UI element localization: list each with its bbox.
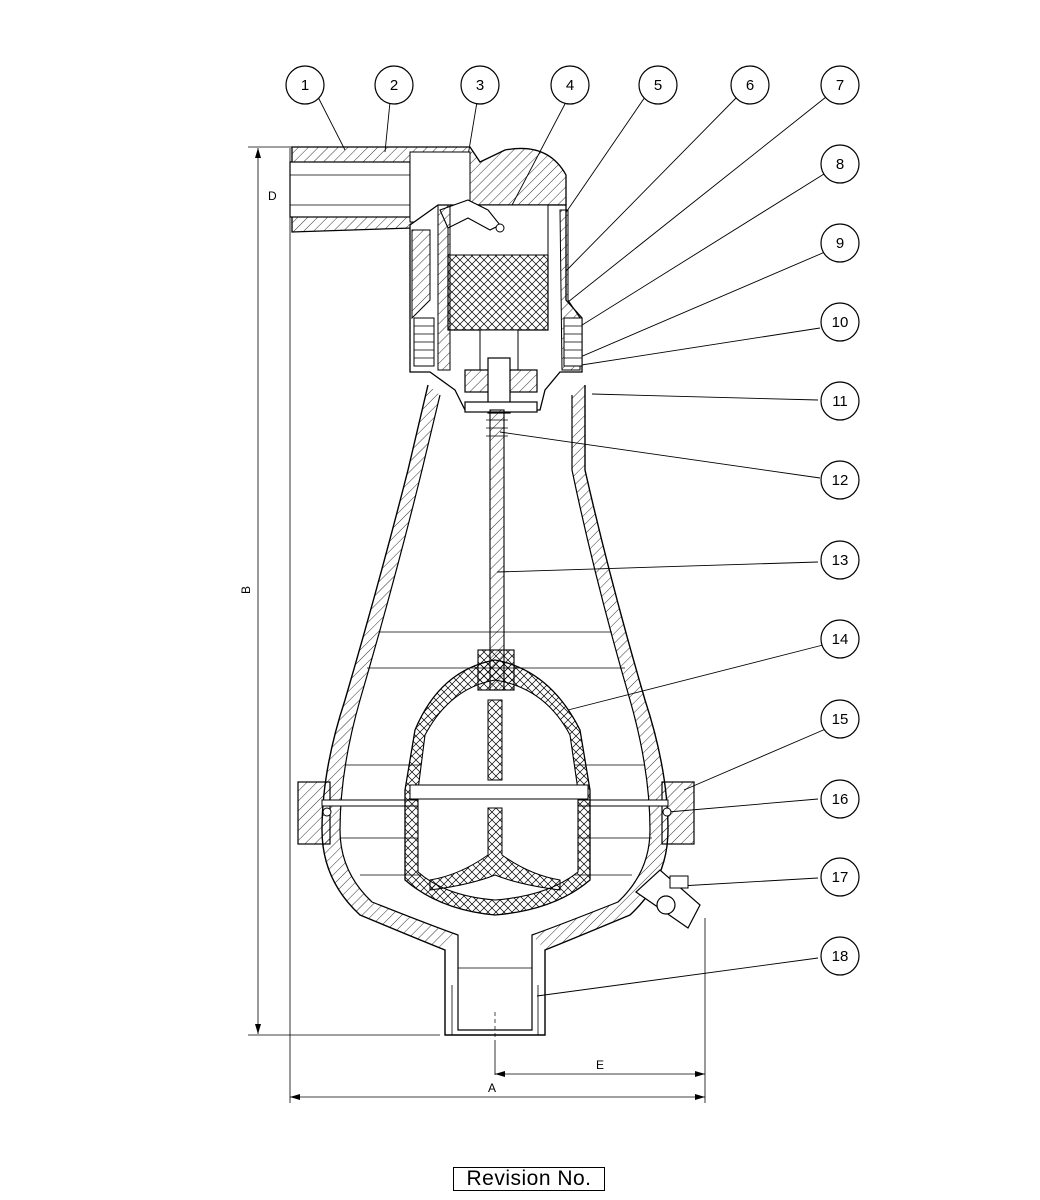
svg-text:2: 2 bbox=[390, 77, 398, 94]
spring-left bbox=[413, 317, 435, 367]
callout-9: 9 bbox=[820, 223, 860, 263]
svg-text:11: 11 bbox=[832, 393, 848, 410]
svg-text:13: 13 bbox=[832, 552, 849, 569]
svg-text:6: 6 bbox=[746, 77, 754, 94]
svg-text:14: 14 bbox=[832, 631, 849, 648]
callout-15: 15 bbox=[820, 699, 860, 739]
svg-text:15: 15 bbox=[832, 711, 849, 728]
drain-cock bbox=[635, 869, 701, 929]
dim-label-b: B bbox=[239, 586, 253, 594]
callout-5: 5 bbox=[638, 65, 678, 105]
svg-text:8: 8 bbox=[836, 156, 844, 173]
callout-12: 12 bbox=[820, 460, 860, 500]
callout-8: 8 bbox=[820, 144, 860, 184]
dimension-lines bbox=[248, 146, 706, 1103]
svg-text:4: 4 bbox=[566, 77, 574, 94]
valve-body bbox=[289, 146, 701, 1036]
callouts: 1 2 3 4 5 6 7 8 9 10 11 12 13 14 15 16 1… bbox=[285, 65, 860, 976]
callout-14: 14 bbox=[820, 619, 860, 659]
callout-3: 3 bbox=[460, 65, 500, 105]
leader-lines bbox=[317, 96, 829, 997]
svg-text:18: 18 bbox=[832, 948, 849, 965]
dim-label-e: E bbox=[596, 1058, 604, 1072]
callout-6: 6 bbox=[730, 65, 770, 105]
svg-text:17: 17 bbox=[832, 869, 849, 886]
callout-16: 16 bbox=[820, 779, 860, 819]
callout-1: 1 bbox=[285, 65, 325, 105]
callout-7: 7 bbox=[820, 65, 860, 105]
svg-text:3: 3 bbox=[476, 77, 484, 94]
callout-2: 2 bbox=[374, 65, 414, 105]
svg-text:12: 12 bbox=[832, 472, 849, 489]
svg-text:10: 10 bbox=[832, 314, 849, 331]
dim-label-a: A bbox=[488, 1081, 496, 1095]
callout-17: 17 bbox=[820, 857, 860, 897]
svg-text:5: 5 bbox=[654, 77, 662, 94]
callout-13: 13 bbox=[820, 540, 860, 580]
spring-right bbox=[563, 317, 583, 367]
svg-text:7: 7 bbox=[836, 77, 844, 94]
callout-18: 18 bbox=[820, 936, 860, 976]
svg-text:9: 9 bbox=[836, 235, 844, 252]
revision-label: Revision No. bbox=[453, 1167, 605, 1191]
dim-label-d: D bbox=[268, 189, 277, 203]
callout-11: 11 bbox=[820, 381, 860, 421]
callout-10: 10 bbox=[820, 302, 860, 342]
callout-4: 4 bbox=[550, 65, 590, 105]
svg-text:1: 1 bbox=[301, 77, 309, 94]
svg-text:16: 16 bbox=[832, 791, 849, 808]
